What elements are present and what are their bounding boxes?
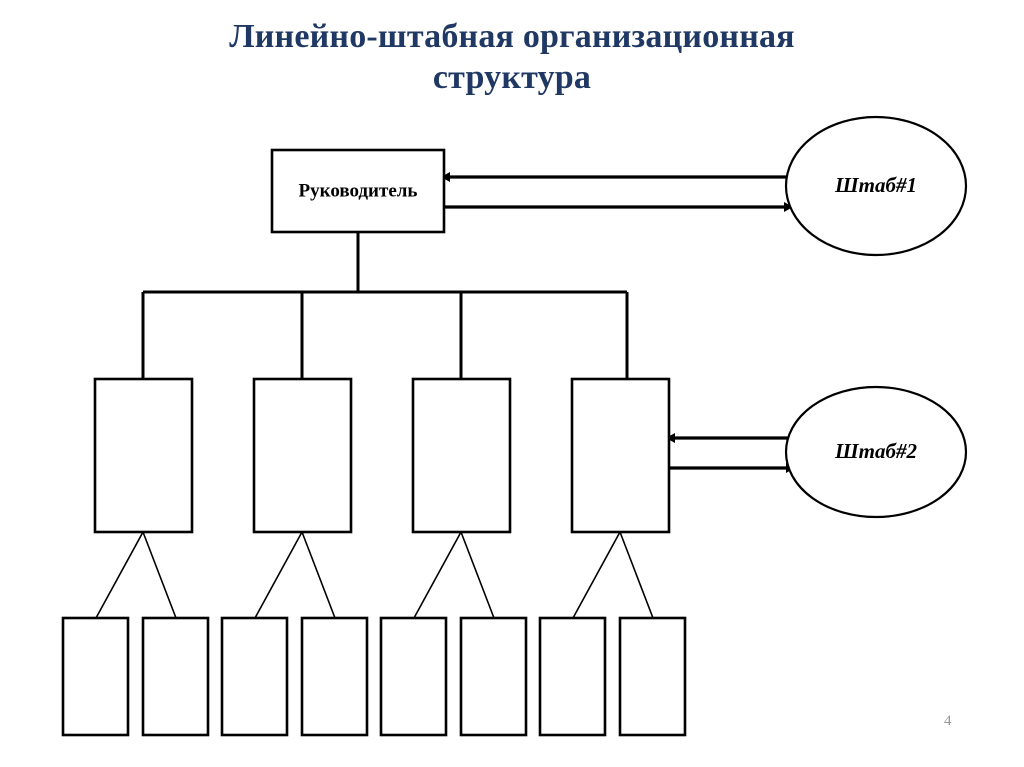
node-manager-box[interactable] — [270, 148, 446, 234]
node-staff-2[interactable]: Штаб#2 — [784, 385, 968, 519]
node-unit-7[interactable] — [538, 616, 607, 737]
node-staff-1[interactable]: Штаб#1 — [784, 115, 968, 257]
page-title-line-2: структура — [432, 59, 592, 97]
node-unit-7-box[interactable] — [538, 616, 607, 737]
node-division-3-box[interactable] — [411, 377, 512, 534]
connector-division-1-to-unit-2 — [142, 531, 177, 619]
node-unit-8-box[interactable] — [618, 616, 687, 737]
node-unit-5-box[interactable] — [379, 616, 448, 737]
connector-division-2-to-unit-3 — [254, 531, 303, 619]
node-staff-1-label: Штаб#1 — [834, 173, 917, 197]
node-unit-8[interactable] — [618, 616, 687, 737]
node-unit-6[interactable] — [459, 616, 528, 737]
connector-division-2-to-unit-4 — [301, 531, 336, 619]
node-staff-2-label: Штаб#2 — [834, 439, 917, 463]
page-title: Линейно-штабная организационная структур… — [112, 16, 912, 99]
node-manager-label: Руководитель — [299, 180, 418, 201]
node-staff-1-ellipse[interactable] — [784, 115, 968, 257]
unit-row — [61, 616, 687, 737]
node-division-2[interactable] — [252, 377, 353, 534]
connector-division-4-to-unit-8 — [619, 531, 654, 619]
connector-division-3-to-unit-6 — [460, 531, 495, 619]
node-unit-3[interactable] — [220, 616, 289, 737]
node-division-4-box[interactable] — [570, 377, 671, 534]
node-division-1-box[interactable] — [93, 377, 194, 534]
division-row — [93, 377, 671, 534]
page-title-line-1: Линейно-штабная организационная — [229, 18, 795, 55]
node-unit-2[interactable] — [141, 616, 210, 737]
node-division-4[interactable] — [570, 377, 671, 534]
node-unit-2-box[interactable] — [141, 616, 210, 737]
node-unit-1-box[interactable] — [61, 616, 130, 737]
connector-group-divisions-to-units — [95, 531, 654, 619]
connector-group-manager-to-bus — [141, 232, 629, 379]
node-unit-5[interactable] — [379, 616, 448, 737]
node-unit-4-box[interactable] — [300, 616, 369, 737]
connector-division-1-to-unit-1 — [95, 531, 144, 619]
node-manager[interactable]: Руководитель — [270, 148, 446, 234]
arrow-group-manager-staff-1 — [441, 172, 793, 212]
node-division-1[interactable] — [93, 377, 194, 534]
node-staff-2-ellipse[interactable] — [784, 385, 968, 519]
node-unit-4[interactable] — [300, 616, 369, 737]
node-unit-1[interactable] — [61, 616, 130, 737]
node-unit-6-box[interactable] — [459, 616, 528, 737]
node-division-3[interactable] — [411, 377, 512, 534]
node-unit-3-box[interactable] — [220, 616, 289, 737]
node-division-2-box[interactable] — [252, 377, 353, 534]
arrow-group-division-4-staff-2 — [666, 433, 795, 473]
connector-division-4-to-unit-7 — [572, 531, 621, 619]
connector-division-3-to-unit-5 — [413, 531, 462, 619]
page-number: 4 — [944, 713, 952, 729]
